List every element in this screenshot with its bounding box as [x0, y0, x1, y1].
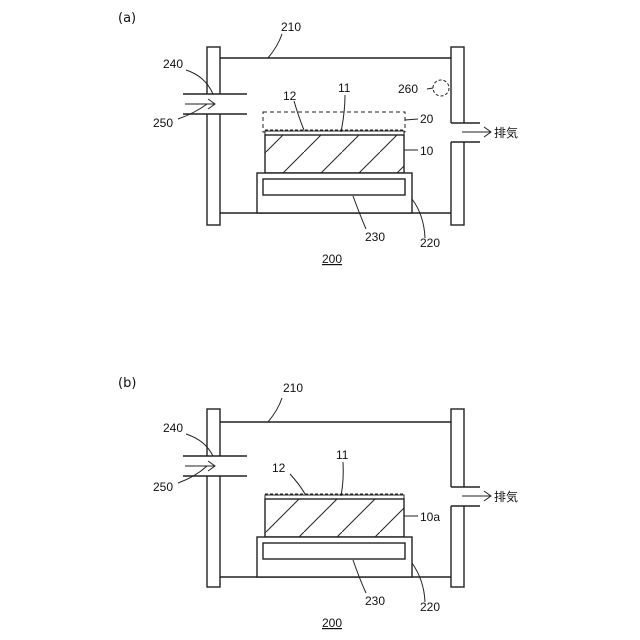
mask-20: [263, 112, 405, 132]
label-stage: 220: [420, 236, 440, 250]
label-chamber: 210: [283, 381, 303, 395]
panel-a-caption: (a): [118, 11, 136, 26]
substrate-10a: [265, 499, 404, 537]
label-film-12: 12: [283, 89, 297, 103]
label-chamber: 210: [281, 20, 301, 34]
label-layer-11: 11: [336, 448, 349, 462]
panel-a: (a): [118, 11, 518, 266]
label-sensor: 260: [398, 82, 418, 96]
label-mask: 20: [420, 112, 434, 126]
panel-b-caption: (b): [118, 376, 136, 391]
label-inlet: 240: [163, 421, 183, 435]
label-gas: 250: [153, 480, 173, 494]
label-exhaust: 排気: [494, 125, 518, 140]
label-heater: 230: [365, 230, 385, 244]
label-layer-11: 11: [338, 81, 351, 95]
heater-230: [263, 543, 405, 559]
label-substrate: 10a: [420, 510, 440, 524]
label-film-12: 12: [272, 461, 286, 475]
label-stage: 220: [420, 600, 440, 614]
left-wall: [207, 409, 220, 587]
label-gas: 250: [153, 116, 173, 130]
label-substrate: 10: [420, 144, 434, 158]
label-apparatus: 200: [322, 616, 342, 630]
heater-230: [263, 179, 405, 195]
label-heater: 230: [365, 594, 385, 608]
sensor-260: [433, 80, 449, 96]
label-apparatus: 200: [322, 252, 342, 266]
left-wall: [207, 47, 220, 225]
panel-b: (b): [118, 376, 518, 630]
label-exhaust: 排気: [494, 489, 518, 504]
substrate-10: [265, 135, 404, 173]
label-inlet: 240: [163, 57, 183, 71]
